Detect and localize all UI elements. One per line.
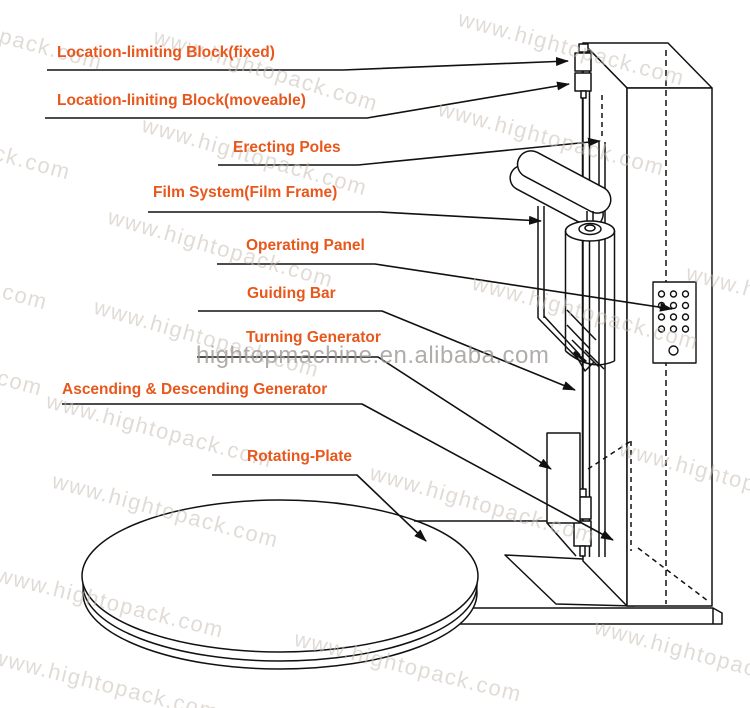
leader-rotating-plate	[212, 474, 427, 542]
leader-film-system	[148, 211, 542, 225]
leader-limit-block-fixed	[47, 56, 569, 71]
leader-limit-block-moveable	[45, 81, 570, 119]
rotating-plate	[81, 499, 479, 670]
film-tail	[573, 351, 595, 372]
panel-main-button	[668, 345, 679, 356]
leader-operating-panel	[217, 263, 673, 312]
limit-block-fixed	[574, 52, 592, 72]
leader-erecting-poles	[218, 137, 601, 166]
leader-turning-generator	[197, 356, 552, 470]
pole-top-cap	[578, 43, 589, 53]
film-roll-hatching	[566, 309, 605, 370]
film-carriage-arm	[509, 150, 612, 228]
limit-block-moveable	[574, 72, 592, 92]
leader-ascending-generator	[62, 403, 614, 541]
location-limiting-blocks-upper	[574, 52, 592, 99]
leader-lines	[45, 56, 673, 542]
leader-guiding-bar	[198, 310, 576, 391]
film-roll	[564, 211, 616, 372]
hidden-interior-edges	[587, 440, 709, 602]
operating-panel	[652, 281, 697, 364]
